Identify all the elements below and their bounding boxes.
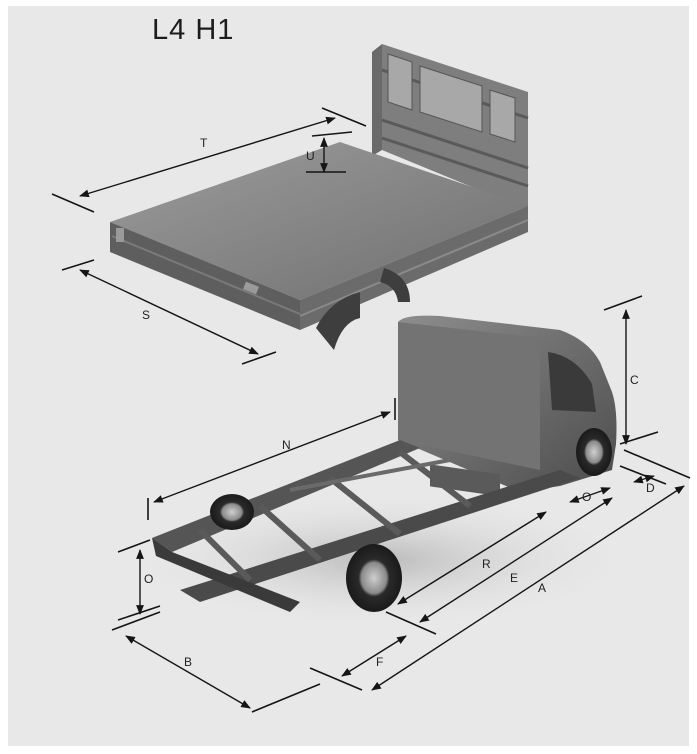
flatbed-body: [110, 44, 529, 350]
dim-label-o-front: O: [582, 490, 591, 504]
dim-label-e: E: [510, 571, 518, 585]
page-title: L4 H1: [152, 14, 235, 46]
dim-label-f: F: [376, 655, 383, 669]
chassis-cab: [120, 315, 640, 630]
dim-label-r: R: [482, 557, 491, 571]
dim-label-b: B: [184, 655, 192, 669]
dim-label-a: A: [538, 581, 546, 595]
dim-label-s: S: [142, 308, 150, 322]
dim-label-d: D: [646, 481, 655, 495]
dim-label-o-rear: O: [144, 572, 153, 586]
dim-label-n: N: [282, 438, 291, 452]
dim-label-u: U: [306, 149, 315, 163]
dimension-lines: [51, 107, 691, 713]
dim-label-c: C: [630, 373, 639, 387]
dim-label-t: T: [200, 136, 208, 150]
